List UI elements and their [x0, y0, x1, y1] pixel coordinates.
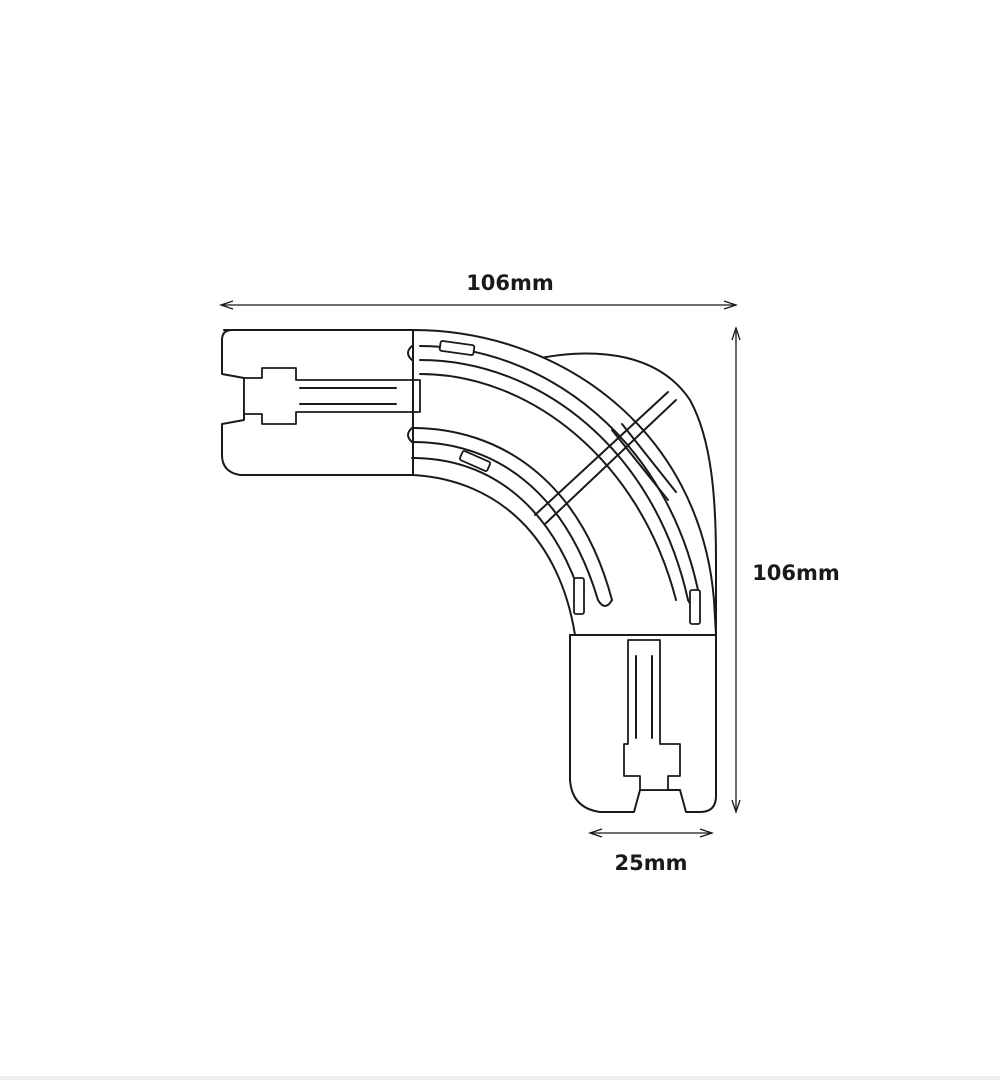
- profile-width-dimension-label: 25mm: [615, 851, 688, 875]
- corner-connector: [221, 329, 717, 813]
- profile-width-dimension: 25mm: [587, 828, 715, 875]
- horizontal-t-slot: [243, 367, 421, 425]
- curved-grooves-inner: [411, 427, 613, 601]
- curved-body: [412, 329, 717, 636]
- height-dimension: 106mm: [731, 325, 840, 815]
- bottom-divider: [0, 1076, 1000, 1080]
- width-dimension-label: 106mm: [466, 271, 554, 295]
- locking-lugs: [438, 340, 701, 625]
- cross-ribs: [534, 391, 677, 525]
- width-dimension: 106mm: [218, 271, 739, 310]
- height-dimension-label: 106mm: [752, 561, 840, 585]
